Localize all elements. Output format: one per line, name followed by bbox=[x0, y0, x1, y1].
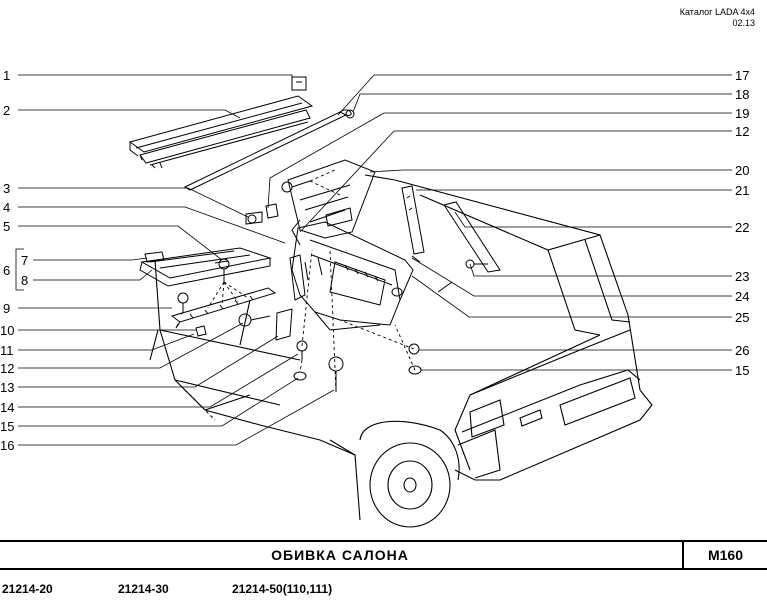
callout-25: 25 bbox=[735, 310, 749, 325]
model-code-1: 21214-20 bbox=[2, 582, 53, 596]
model-code-3: 21214-50(110,111) bbox=[232, 582, 333, 596]
callout-14: 14 bbox=[0, 400, 14, 415]
model-code-2: 21214-30 bbox=[118, 582, 169, 596]
assembly-guides bbox=[179, 169, 416, 393]
callout-24: 24 bbox=[735, 289, 749, 304]
callout-13: 13 bbox=[0, 380, 14, 395]
callout-21: 21 bbox=[735, 183, 749, 198]
catalog-header: Каталог LADA 4x4 02.13 bbox=[680, 7, 755, 29]
callout-labels-right: 17 18 19 12 20 21 22 23 24 25 26 15 bbox=[735, 68, 749, 378]
callout-26: 26 bbox=[735, 343, 749, 358]
catalog-date: 02.13 bbox=[732, 18, 755, 28]
callout-12-right: 12 bbox=[735, 124, 749, 139]
callout-17: 17 bbox=[735, 68, 749, 83]
callout-15-left: 15 bbox=[0, 419, 14, 434]
parts-sketches bbox=[128, 76, 501, 392]
callout-labels-left: 1 2 3 4 5 6 7 8 9 10 11 12 13 14 15 16 bbox=[0, 68, 28, 453]
section-code: M160 bbox=[707, 547, 744, 563]
callout-1: 1 bbox=[3, 68, 10, 83]
callout-18: 18 bbox=[735, 87, 749, 102]
callout-22: 22 bbox=[735, 220, 749, 235]
callout-19: 19 bbox=[735, 106, 749, 121]
callout-11: 11 bbox=[0, 343, 14, 358]
callout-10: 10 bbox=[0, 323, 14, 338]
callout-23: 23 bbox=[735, 269, 749, 284]
parts-diagram: 1 2 3 4 5 6 7 8 9 10 11 12 13 14 15 16 1… bbox=[0, 68, 749, 528]
callout-9: 9 bbox=[3, 301, 10, 316]
callout-8: 8 bbox=[21, 273, 28, 288]
callout-15-right: 15 bbox=[735, 363, 749, 378]
callout-16: 16 bbox=[0, 438, 14, 453]
callout-7: 7 bbox=[21, 253, 28, 268]
section-title: ОБИВКА САЛОНА bbox=[271, 547, 409, 563]
callout-4: 4 bbox=[3, 200, 10, 215]
callout-6: 6 bbox=[3, 263, 10, 278]
leader-lines bbox=[15, 74, 732, 446]
title-divider bbox=[682, 542, 684, 568]
callout-2: 2 bbox=[3, 103, 10, 118]
catalog-name: Каталог LADA 4x4 bbox=[679, 7, 755, 17]
vehicle-outline bbox=[149, 174, 653, 528]
callout-5: 5 bbox=[3, 219, 10, 234]
callout-3: 3 bbox=[3, 181, 10, 196]
callout-12-left: 12 bbox=[0, 361, 14, 376]
title-bar: ОБИВКА САЛОНА M160 bbox=[0, 540, 767, 570]
callout-20: 20 bbox=[735, 163, 749, 178]
